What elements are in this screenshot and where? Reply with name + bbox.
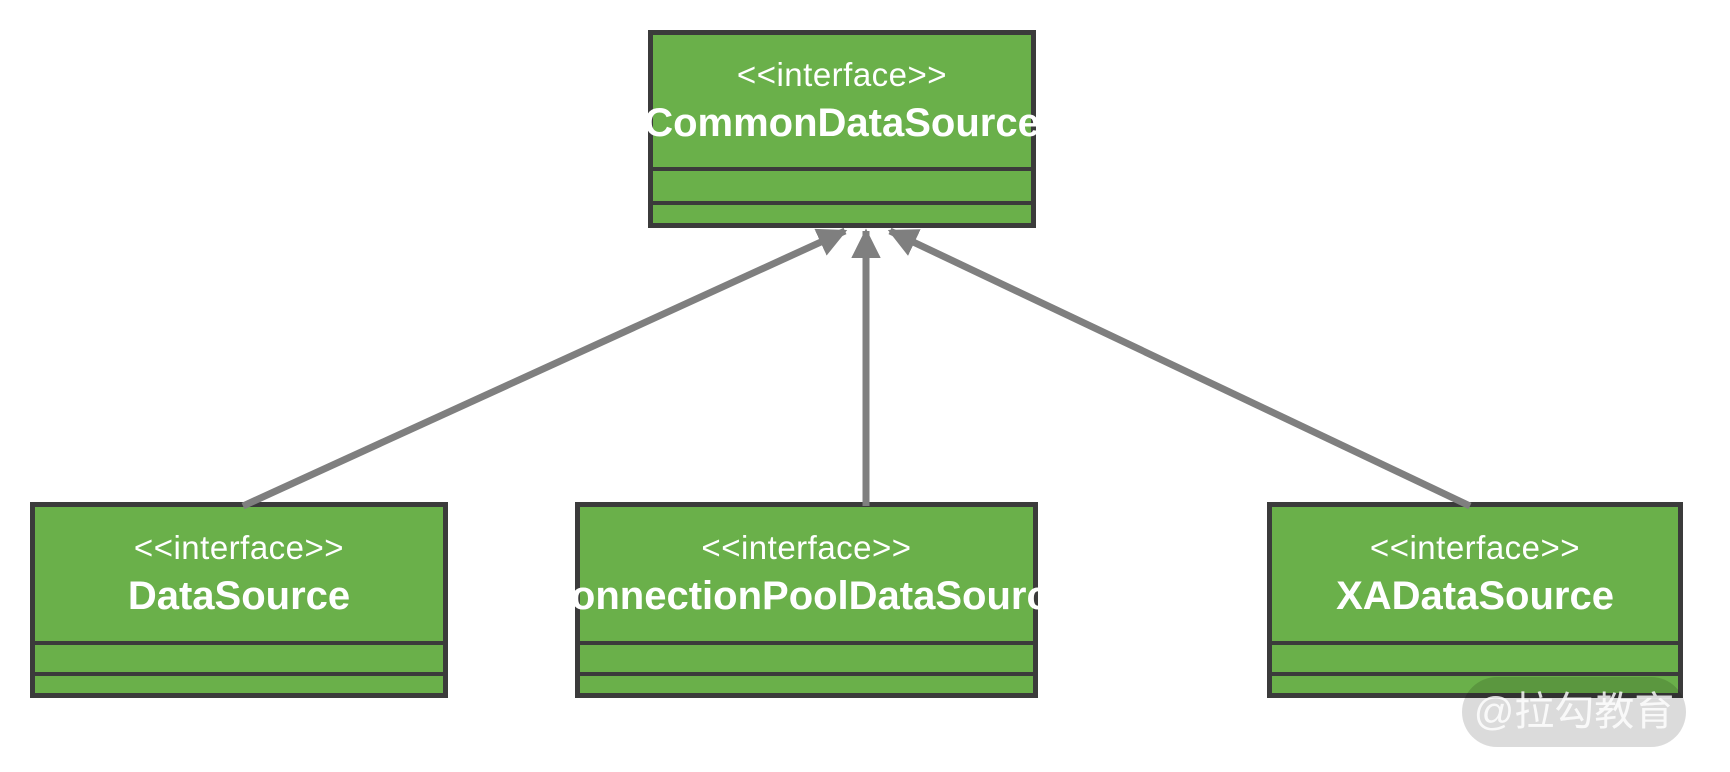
class-name-label: CommonDataSource xyxy=(644,101,1040,146)
fields-compartment xyxy=(580,641,1033,672)
methods-compartment xyxy=(580,672,1033,693)
fields-compartment xyxy=(1272,641,1678,672)
watermark-label: @拉勾教育 xyxy=(1473,690,1675,734)
title-compartment: <<interface>> CommonDataSource xyxy=(644,35,1040,167)
uml-class-xadatasource: <<interface>> XADataSource xyxy=(1267,502,1683,698)
methods-compartment xyxy=(1272,672,1678,693)
uml-class-datasource: <<interface>> DataSource xyxy=(30,502,448,698)
fields-compartment xyxy=(653,167,1031,201)
title-compartment: <<interface>> XADataSource xyxy=(1272,507,1678,641)
stereotype-label: <<interface>> xyxy=(736,55,948,93)
methods-compartment xyxy=(653,201,1031,223)
arrow-xadatasource-to-commondatasource xyxy=(887,227,1472,510)
fields-compartment xyxy=(35,641,443,672)
class-name-label: ConnectionPoolDataSource xyxy=(542,574,1071,619)
class-name-label: XADataSource xyxy=(1336,574,1614,619)
stereotype-label: <<interface>> xyxy=(701,528,912,566)
arrow-datasource-to-commondatasource xyxy=(241,227,848,510)
watermark-badge: @拉勾教育 xyxy=(1462,677,1686,747)
title-compartment: <<interface>> ConnectionPoolDataSource xyxy=(542,507,1071,641)
methods-compartment xyxy=(35,672,443,693)
stereotype-label: <<interface>> xyxy=(133,528,345,566)
uml-class-commondatasource: <<interface>> CommonDataSource xyxy=(644,30,1040,228)
class-name-label: DataSource xyxy=(127,574,351,619)
uml-class-connectionpooldatasource: <<interface>> ConnectionPoolDataSource xyxy=(542,502,1071,698)
stereotype-label: <<interface>> xyxy=(1369,528,1581,566)
title-compartment: <<interface>> DataSource xyxy=(35,507,443,641)
